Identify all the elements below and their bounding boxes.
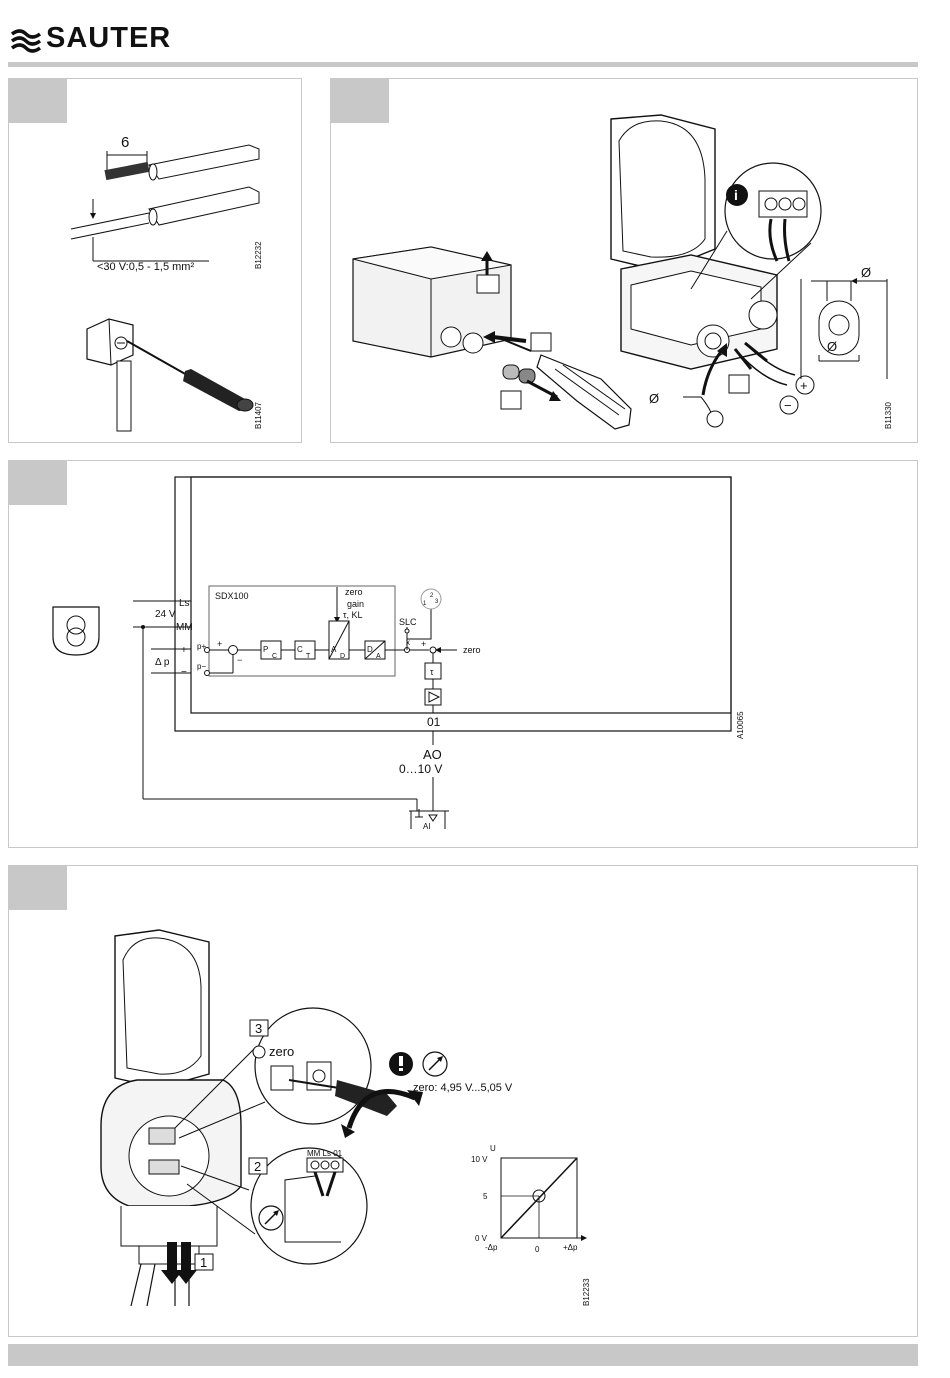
zero-label: zero bbox=[269, 1044, 294, 1059]
ao-label: AO bbox=[423, 747, 442, 762]
step-2-label: 2 bbox=[254, 1159, 261, 1174]
step-box bbox=[501, 391, 521, 409]
plus-pin: + bbox=[181, 645, 187, 656]
step-1-label: 1 bbox=[200, 1255, 207, 1270]
graph-zero: 0 bbox=[535, 1245, 540, 1254]
param-gain: gain bbox=[347, 599, 364, 609]
brand-name: SAUTER bbox=[46, 22, 171, 55]
param-zero: zero bbox=[345, 587, 363, 597]
wire-spec-label: <30 V:0,5 - 1,5 mm² bbox=[97, 261, 194, 273]
tau-block: τ bbox=[430, 667, 434, 677]
step-box bbox=[531, 333, 551, 351]
dp-label: Δ p bbox=[155, 657, 170, 668]
output-pin: 01 bbox=[427, 715, 441, 729]
sum-plus: + bbox=[217, 639, 222, 649]
step-3-label: 3 bbox=[255, 1021, 262, 1036]
wiring-schematic: Ls 24 V MM + Δ p − SDX100 zero gain τ, K… bbox=[9, 461, 919, 849]
figure-code: B12233 bbox=[582, 1278, 591, 1306]
minus-symbol: − bbox=[784, 398, 792, 413]
block-pc-bottom: C bbox=[272, 653, 277, 660]
supply-label: 24 V bbox=[155, 609, 176, 620]
zero-input: zero bbox=[463, 645, 481, 655]
block-da-top: D bbox=[367, 645, 373, 654]
transformer-icon bbox=[53, 607, 99, 655]
figure-code: A10065 bbox=[736, 711, 745, 739]
sauter-wave-icon bbox=[10, 22, 44, 56]
ao-range: 0…10 V bbox=[399, 762, 442, 776]
down-arrow-icon bbox=[167, 1242, 177, 1272]
junction-plus: + bbox=[421, 639, 426, 649]
graph-neg-dp: -Δp bbox=[485, 1243, 498, 1252]
diameter-mark-outer: Ø bbox=[861, 265, 871, 280]
p-minus-label: p− bbox=[197, 662, 206, 671]
block-ad-top: A bbox=[331, 645, 337, 654]
footer-rule bbox=[8, 1344, 918, 1366]
ai-label: AI bbox=[423, 822, 431, 831]
terminal-labels: MM Ls 01 bbox=[307, 1149, 343, 1158]
graph-5: 5 bbox=[483, 1192, 488, 1201]
block-ct-top: C bbox=[297, 645, 303, 654]
step-box bbox=[729, 375, 749, 393]
step-box bbox=[477, 275, 499, 293]
panel-wire-prep: 6 <30 V:0,5 - 1,5 mm² B12232 B11407 bbox=[8, 78, 302, 443]
housing-illustration: Ø i + − bbox=[331, 79, 919, 444]
zero-adjust-illustration: 1 3 zero zero: 4,95 V...5,05 V 2 MM Ls 0… bbox=[9, 866, 919, 1338]
figure-code-2: B11407 bbox=[254, 401, 263, 429]
diameter-mark: Ø bbox=[649, 391, 659, 406]
plus-symbol: + bbox=[800, 378, 808, 393]
header-rule bbox=[8, 62, 918, 67]
wire-prep-illustration: 6 <30 V:0,5 - 1,5 mm² B12232 B11407 bbox=[9, 79, 303, 444]
diameter-mark-inner: Ø bbox=[827, 339, 837, 354]
panel-zero-adjustment: 1 3 zero zero: 4,95 V...5,05 V 2 MM Ls 0… bbox=[8, 865, 918, 1337]
block-pc-top: P bbox=[263, 645, 268, 654]
slc-label: SLC bbox=[399, 617, 417, 627]
figure-code: B11330 bbox=[884, 401, 893, 429]
param-tau: τ, KL bbox=[343, 610, 363, 620]
panel-wiring-diagram: Ls 24 V MM + Δ p − SDX100 zero gain τ, K… bbox=[8, 460, 918, 848]
pin-mm: MM bbox=[176, 622, 193, 633]
analog-input-icon bbox=[429, 815, 437, 821]
panel-housing-assembly: Ø i + − bbox=[330, 78, 918, 443]
block-da-bottom: A bbox=[376, 653, 381, 660]
sauter-logo: SAUTER bbox=[10, 22, 190, 56]
zero-pot-icon bbox=[253, 1046, 265, 1058]
sum-minus: − bbox=[237, 655, 242, 665]
info-symbol: i bbox=[734, 187, 738, 203]
pin-ls: Ls bbox=[179, 598, 190, 609]
figure-code: B12232 bbox=[254, 241, 263, 269]
graph-u: U bbox=[490, 1144, 496, 1153]
strip-length-label: 6 bbox=[121, 134, 129, 151]
block-ad-bottom: D bbox=[340, 653, 345, 660]
device-name: SDX100 bbox=[215, 591, 249, 601]
graph-10v: 10 V bbox=[471, 1155, 488, 1164]
minus-pin: − bbox=[181, 667, 187, 678]
graph-pos-dp: +Δp bbox=[563, 1243, 578, 1252]
block-ct-bottom: T bbox=[306, 653, 311, 660]
graph-0v: 0 V bbox=[475, 1234, 488, 1243]
zero-range: zero: 4,95 V...5,05 V bbox=[413, 1082, 513, 1094]
